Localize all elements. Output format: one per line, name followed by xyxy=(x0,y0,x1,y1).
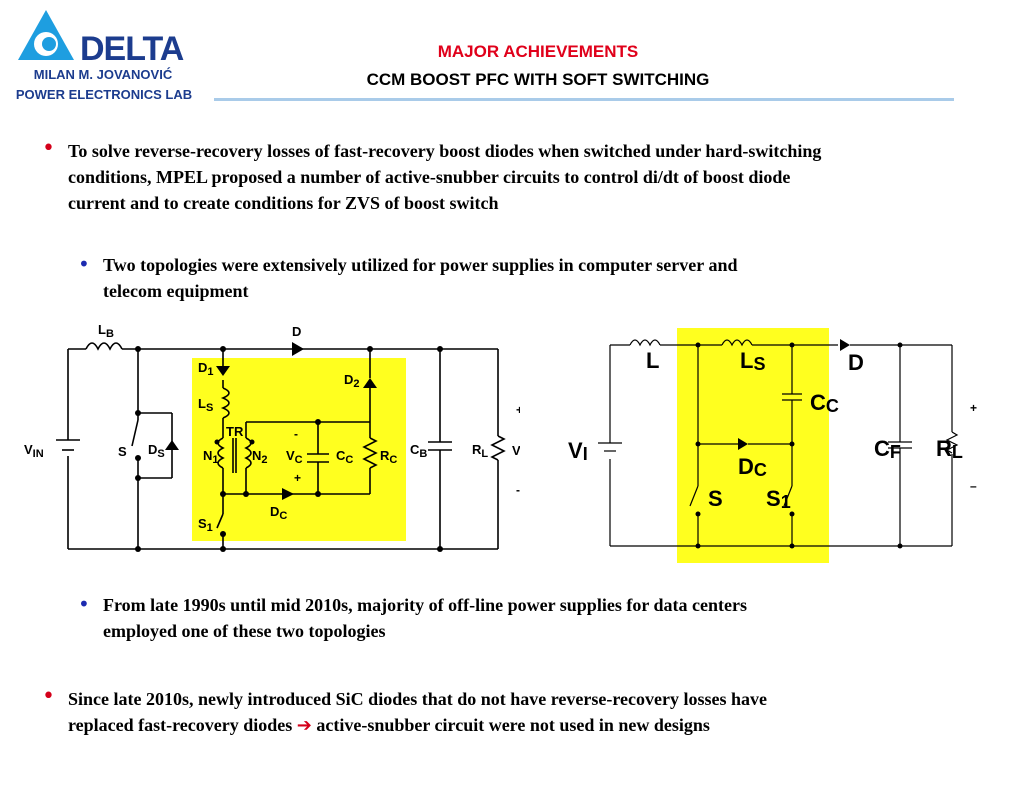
label-ds: DS xyxy=(148,442,165,460)
bullet-4: Since late 2010s, newly introduced SiC d… xyxy=(68,686,1008,739)
label-n1: N1 xyxy=(203,448,219,466)
delta-logo: DELTA xyxy=(18,10,185,66)
circuit-diagram-right: L LS D CC VI DC S S1 CF RL + – xyxy=(568,328,977,563)
label-rl: RL xyxy=(936,436,963,462)
label-d: D xyxy=(848,350,864,375)
bullet-1-line3: current and to create conditions for ZVS… xyxy=(68,193,499,213)
label-vc-minus: - xyxy=(294,427,298,441)
bullet-2: Two topologies were extensively utilized… xyxy=(103,252,983,304)
page-subtitle: CCM BOOST PFC WITH SOFT SWITCHING xyxy=(366,70,710,89)
logo-word: DELTA xyxy=(80,30,184,66)
label-ls: LS xyxy=(740,348,765,374)
label-lb: LB xyxy=(98,322,114,340)
bullet-3-line2: employed one of these two topologies xyxy=(103,621,386,641)
sub-bullet-marker: • xyxy=(78,592,90,616)
label-tr: TR xyxy=(226,424,244,439)
label-s: S xyxy=(118,444,127,459)
header-rule xyxy=(214,98,954,101)
label-plus: + xyxy=(516,403,520,417)
label-s: S xyxy=(708,486,723,511)
label-minus: – xyxy=(970,479,977,493)
sub-bullet-marker: • xyxy=(78,252,90,276)
bullet-1-line2: conditions, MPEL proposed a number of ac… xyxy=(68,167,791,187)
label-vo: Vo xyxy=(512,443,520,461)
arrow-right-icon: ➔ xyxy=(296,715,312,736)
bullet-3-line1: From late 1990s until mid 2010s, majorit… xyxy=(103,595,747,615)
label-s1: S1 xyxy=(766,486,791,512)
label-d2: D2 xyxy=(344,372,360,390)
label-l: L xyxy=(646,348,659,373)
bullet-3: From late 1990s until mid 2010s, majorit… xyxy=(103,592,983,644)
label-cc: CC xyxy=(810,390,839,416)
bullet-marker: • xyxy=(42,136,55,161)
bullet-2-line2: telecom equipment xyxy=(103,281,249,301)
label-rl: RL xyxy=(472,442,488,460)
label-cf: CF xyxy=(874,436,901,462)
label-dc: DC xyxy=(270,504,287,522)
label-n2: N2 xyxy=(252,448,268,466)
lab-name-line1: MILAN M. JOVANOVIĆ xyxy=(33,67,173,82)
bullet-marker: • xyxy=(42,684,55,709)
bullet-4-line2: replaced fast-recovery diodes ➔ active-s… xyxy=(68,715,710,736)
label-rc: RC xyxy=(380,448,397,466)
label-vin: VIN xyxy=(24,442,44,460)
label-minus: - xyxy=(516,483,520,497)
snubber-highlight xyxy=(677,328,829,563)
label-vi: VI xyxy=(568,438,588,464)
label-s1: S1 xyxy=(198,516,213,534)
lab-name-line2: POWER ELECTRONICS LAB xyxy=(15,87,193,102)
bullet-2-line1: Two topologies were extensively utilized… xyxy=(103,255,738,275)
label-plus: + xyxy=(970,401,977,415)
bullet-1-line1: To solve reverse-recovery losses of fast… xyxy=(68,141,822,161)
bullet-1: To solve reverse-recovery losses of fast… xyxy=(68,138,1008,216)
label-d: D xyxy=(292,324,301,339)
label-vc: VC xyxy=(286,448,303,466)
page-title: MAJOR ACHIEVEMENTS xyxy=(437,42,639,61)
label-cb: CB xyxy=(410,442,427,460)
bullet-4-line1: Since late 2010s, newly introduced SiC d… xyxy=(68,689,767,709)
label-vc-plus: + xyxy=(294,471,301,485)
label-cc: CC xyxy=(336,448,353,466)
label-dc: DC xyxy=(738,454,767,480)
label-ls: LS xyxy=(198,396,213,414)
label-d1: D1 xyxy=(198,360,214,378)
circuit-diagram-left: LB D D1 D2 LS TR N1 N2 VC CC RC CB RL Vo… xyxy=(24,322,520,552)
